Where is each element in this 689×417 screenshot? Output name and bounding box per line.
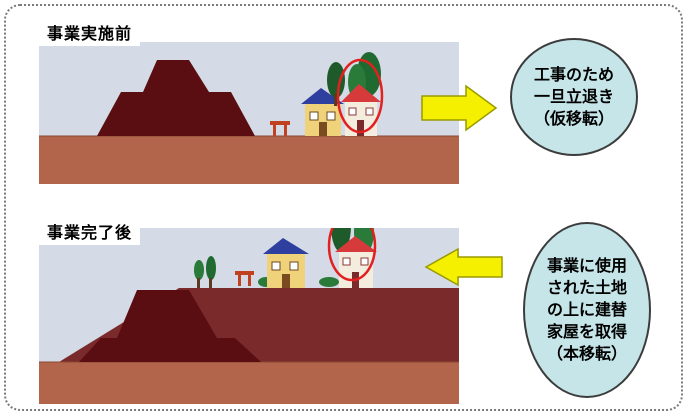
tree-icon	[327, 62, 345, 98]
mound	[97, 60, 255, 136]
after-scene	[39, 228, 459, 404]
arrow-right-icon	[421, 84, 498, 132]
bubble-text-line: （仮移転）	[533, 109, 614, 128]
after-note-bubble: 事業に使用 された土地 の上に建替 家屋を取得 （本移転）	[523, 222, 651, 398]
gate-icon	[270, 121, 290, 136]
tree-icon	[194, 256, 216, 288]
mound	[79, 290, 261, 362]
gate-icon	[235, 271, 254, 286]
house-yellow-icon	[301, 88, 344, 136]
before-label: 事業実施前	[39, 22, 141, 46]
house-red-icon	[341, 84, 381, 136]
bubble-text-line: 工事のため	[533, 65, 614, 84]
ground-strip	[39, 136, 459, 184]
bubble-text-line: 一旦立退き	[533, 87, 614, 106]
diagram-frame	[4, 4, 683, 411]
highlight-circle	[327, 228, 377, 282]
before-scene	[39, 42, 459, 184]
ground-strip	[39, 362, 459, 404]
before-note-bubble: 工事のため 一旦立退き （仮移転）	[510, 38, 638, 156]
after-label: 事業完了後	[39, 221, 141, 245]
bubble-text-line: の上に建替	[546, 300, 627, 319]
bubble-text-line: 家屋を取得	[546, 322, 627, 341]
bubble-text-line: された土地	[546, 278, 627, 297]
highlight-circle	[336, 58, 384, 134]
bubble-text-line: （本移転）	[546, 344, 627, 363]
arrow-left-icon	[424, 247, 503, 287]
bubble-text-line: 事業に使用	[546, 256, 627, 275]
house-yellow-icon	[263, 238, 309, 288]
